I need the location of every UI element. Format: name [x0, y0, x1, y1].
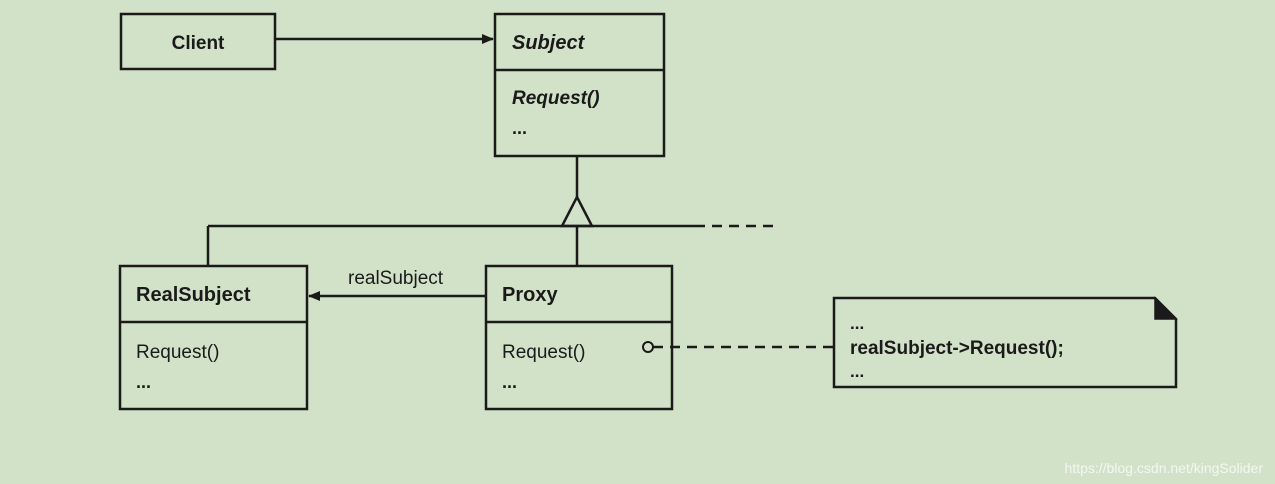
realsubject-class-name: RealSubject [136, 284, 251, 306]
realsubject-ellipsis: ... [136, 372, 151, 392]
note-line-3: ... [850, 362, 864, 381]
watermark: https://blog.csdn.net/kingSolider [1064, 460, 1263, 476]
client-class: Client [119, 12, 277, 71]
subject-operation: Request() [512, 88, 600, 109]
realsubject-operation: Request() [136, 342, 219, 363]
subject-ellipsis: ... [512, 118, 527, 138]
subject-class-name: Subject [512, 32, 586, 54]
implementation-note: ... realSubject->Request(); ... [832, 296, 1178, 389]
note-fold-corner [1154, 296, 1178, 320]
note-line-2: realSubject->Request(); [850, 338, 1064, 359]
note-line-1: ... [850, 314, 864, 333]
proxy-class: Proxy Request() ... [484, 264, 674, 411]
generalization-triangle [559, 194, 595, 228]
client-class-name: Client [172, 33, 225, 54]
note-anchor-circle [642, 341, 654, 353]
proxy-class-name: Proxy [502, 284, 558, 306]
association-label: realSubject [348, 268, 444, 289]
realsubject-class: RealSubject Request() ... [118, 264, 309, 411]
proxy-operation: Request() [502, 342, 585, 363]
subject-class: Subject Request() ... [493, 12, 666, 158]
proxy-ellipsis: ... [502, 372, 517, 392]
generalization-tree [206, 156, 780, 266]
